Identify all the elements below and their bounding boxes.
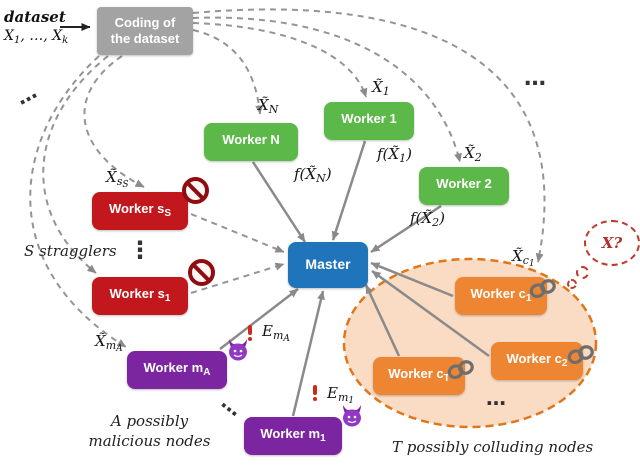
chain-icon	[528, 279, 558, 299]
ellipsis-top-right: …	[524, 66, 548, 91]
ellipsis-colluding: …	[486, 386, 508, 410]
chain-icon	[446, 360, 476, 380]
warning-icon	[247, 325, 253, 341]
coded-share-to-workerMA	[29, 55, 127, 348]
chain-icon	[566, 345, 596, 365]
worker-1-node: Worker 1	[324, 102, 414, 140]
thought-bubble: X?	[584, 220, 640, 266]
coded-share-to-workerS1	[42, 55, 109, 274]
master-node: Master	[288, 242, 368, 288]
label-xmA: X̃mA	[95, 332, 123, 354]
label-xc1: X̃c1	[512, 247, 535, 269]
result-workerN-to-master	[251, 161, 307, 243]
label-EmA: EmA	[262, 322, 290, 344]
devil-icon	[340, 405, 364, 427]
worker-m1-node: Worker m1	[244, 417, 342, 455]
result-workerCT-to-master	[364, 284, 401, 357]
straggler-SS-to-master	[190, 213, 285, 253]
straggler-S1-to-master	[190, 262, 285, 294]
coded-share-to-workerC1	[192, 8, 546, 263]
result-workerC1-to-master	[370, 261, 454, 298]
stragglers-note: S stragglers	[24, 242, 117, 260]
label-xN: X̃N	[258, 96, 279, 116]
devil-icon	[226, 339, 250, 361]
thought-text: X?	[601, 234, 623, 252]
label-x2: X̃2	[464, 144, 482, 164]
dataset-word: dataset	[4, 8, 66, 26]
no-entry-icon	[182, 177, 209, 204]
ellipsis-stragglers: ⋮	[128, 236, 152, 264]
colluding-note: T possibly colluding nodes	[392, 438, 594, 456]
label-x1: X̃1	[372, 78, 390, 98]
worker-mA-node: Worker mA	[127, 351, 227, 389]
dataset-variables: X1, …, Xk	[4, 28, 69, 46]
thought-bubble-trail	[567, 279, 577, 289]
label-xsS: X̃sS	[106, 168, 129, 190]
worker-2-node: Worker 2	[419, 167, 509, 205]
worker-c1-node: Worker c1	[455, 277, 547, 315]
thought-bubble-trail	[576, 266, 589, 279]
coded-share-to-workerSS	[83, 55, 145, 188]
coded-share-to-worker1	[192, 22, 368, 98]
coded-share-to-worker2	[192, 16, 462, 163]
worker-sS-node: Worker sS	[92, 192, 188, 230]
warning-icon	[312, 385, 318, 401]
coded-share-to-workerN	[192, 29, 264, 115]
label-fx2: f(X̃2)	[410, 209, 445, 229]
result-worker2-to-master	[370, 204, 442, 254]
result-worker1-to-master	[331, 140, 367, 241]
worker-s1-node: Worker s1	[92, 277, 188, 315]
result-workerC2-to-master	[371, 269, 490, 358]
worker-c2-node: Worker c2	[491, 342, 583, 380]
label-Em1: Em1	[327, 384, 355, 406]
dataset-label: dataset X1, …, Xk	[4, 8, 68, 46]
worker-N-node: Worker N	[204, 123, 298, 161]
no-entry-icon	[188, 259, 215, 286]
result-workerMA-to-master	[219, 288, 299, 350]
label-fx1: f(X̃1)	[377, 145, 412, 165]
result-workerM1-to-master	[291, 290, 325, 417]
label-fxN: f(X̃N)	[294, 165, 332, 185]
